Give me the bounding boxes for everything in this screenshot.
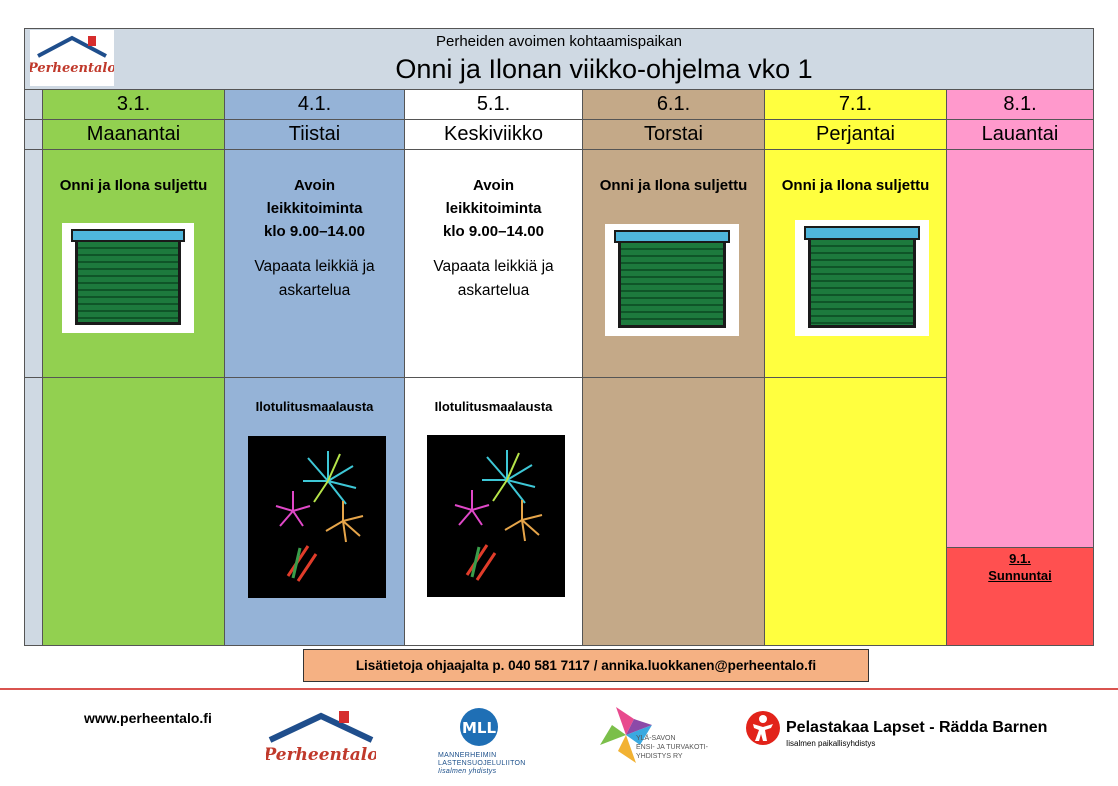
page-title: Onni ja Ilonan viikko-ohjelma vko 1 (395, 54, 813, 84)
activity-description: Vapaata leikkiä ja askartelua (433, 258, 554, 299)
tuesday-afternoon: Ilotulitusmaalausta (225, 378, 405, 646)
side-strip-row (24, 150, 43, 378)
ylasavo-text: YLÄ-SAVON ENSI- JA TURVAKOTI- YHDISTYS R… (636, 735, 708, 760)
side-strip-row (24, 90, 43, 120)
date-monday: 3.1. (43, 90, 225, 120)
dayname-friday: Perjantai (765, 120, 947, 150)
wednesday-afternoon: Ilotulitusmaalausta (405, 378, 583, 646)
date-saturday: 8.1. (947, 90, 1094, 120)
pelastakaa-lapset-title: Pelastakaa Lapset - Rädda Barnen (786, 719, 1048, 736)
footer-divider (0, 688, 1118, 690)
friday-morning: Onni ja Ilona suljettu (765, 150, 947, 378)
closed-garage-icon (605, 224, 739, 336)
fireworks-icon (248, 436, 386, 598)
perheentalo-footer-logo: Perheentalo (262, 706, 379, 772)
dayname-thursday: Torstai (583, 120, 765, 150)
activity-title: Avoin leikkitoiminta klo 9.00–14.00 (264, 177, 365, 240)
activity-description: Vapaata leikkiä ja askartelua (254, 258, 375, 299)
thursday-afternoon (583, 378, 765, 646)
mll-text: MANNERHEIMIN LASTENSUOJELULIITON Iisalme… (438, 752, 526, 775)
date-thursday: 6.1. (583, 90, 765, 120)
pelastakaa-lapset-sub: Iisalmen paikallisyhdistys (786, 739, 876, 748)
monday-afternoon (43, 378, 225, 646)
date-sunday: 9.1. (1009, 551, 1031, 566)
activity-title: Ilotulitusmaalausta (434, 399, 553, 414)
dayname-tuesday: Tiistai (225, 120, 405, 150)
svg-text:Perheentalo: Perheentalo (30, 61, 114, 76)
activity-title: Ilotulitusmaalausta (255, 399, 374, 414)
closed-label: Onni ja Ilona suljettu (781, 177, 930, 194)
schedule-header: Perheentalo Perheiden avoimen kohtaamisp… (24, 28, 1094, 90)
dayname-monday: Maanantai (43, 120, 225, 150)
perheentalo-logo: Perheentalo (27, 30, 116, 86)
fireworks-icon (427, 435, 565, 597)
header-subtitle: Perheiden avoimen kohtaamispaikan (436, 33, 682, 50)
activity-title: Avoin leikkitoiminta klo 9.00–14.00 (443, 177, 544, 240)
date-wednesday: 5.1. (405, 90, 583, 120)
date-friday: 7.1. (765, 90, 947, 120)
mll-logo: MLL (455, 706, 503, 753)
tuesday-morning: Avoin leikkitoiminta klo 9.00–14.00 Vapa… (225, 150, 405, 378)
friday-afternoon (765, 378, 947, 646)
monday-morning: Onni ja Ilona suljettu (43, 150, 225, 378)
pinwheel-icon (596, 705, 656, 765)
closed-label: Onni ja Ilona suljettu (59, 177, 208, 194)
website-link[interactable]: www.perheentalo.fi (84, 710, 212, 726)
save-the-children-icon (744, 708, 782, 748)
dayname-sunday: Sunnuntai (988, 568, 1052, 583)
dayname-saturday: Lauantai (947, 120, 1094, 150)
wednesday-morning: Avoin leikkitoiminta klo 9.00–14.00 Vapa… (405, 150, 583, 378)
dayname-wednesday: Keskiviikko (405, 120, 583, 150)
sunday-slot: 9.1. Sunnuntai (947, 548, 1094, 646)
contact-info: Lisätietoja ohjaajalta p. 040 581 7117 /… (303, 649, 869, 682)
closed-garage-icon (795, 220, 929, 336)
thursday-morning: Onni ja Ilona suljettu (583, 150, 765, 378)
svg-text:Perheentalo: Perheentalo (266, 745, 376, 765)
closed-label: Onni ja Ilona suljettu (599, 177, 748, 194)
date-tuesday: 4.1. (225, 90, 405, 120)
side-strip-row (24, 120, 43, 150)
closed-garage-icon (62, 223, 194, 333)
saturday-slot (947, 150, 1094, 548)
svg-text:MLL: MLL (462, 719, 496, 737)
weekly-schedule: Perheentalo Perheiden avoimen kohtaamisp… (24, 28, 1094, 646)
